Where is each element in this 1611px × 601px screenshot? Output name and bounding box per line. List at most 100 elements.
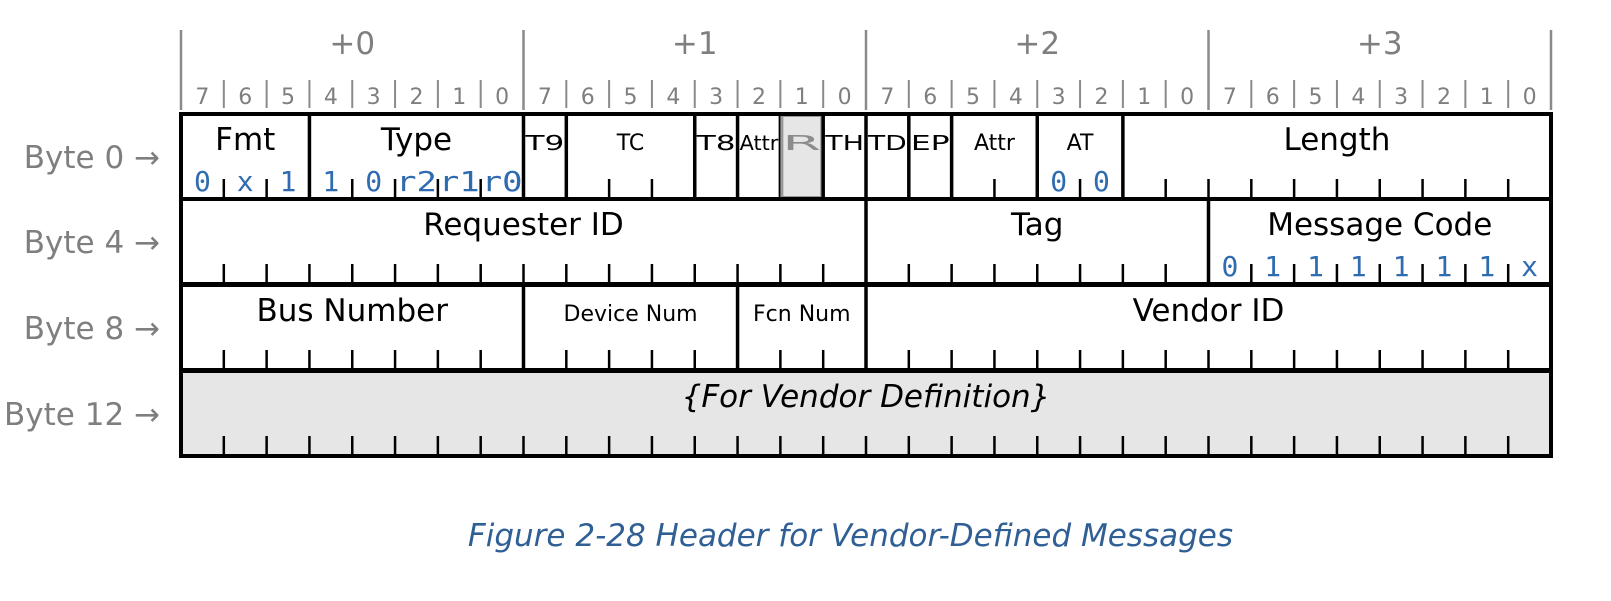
bit-value: x: [1521, 250, 1538, 283]
field-attr-2: Attr: [974, 114, 1039, 199]
field-label: Length: [1283, 122, 1390, 158]
header-row: Bus Number Device Num Fcn Num Vendor ID: [179, 283, 1553, 372]
field-attr-1: Attr: [740, 114, 783, 199]
byte-offset-label: +2: [1014, 26, 1060, 62]
field-bus-number: Bus Number: [222, 285, 526, 370]
row-label: Byte 4 →: [24, 225, 160, 261]
field-t8: T8: [695, 114, 740, 199]
bit-number-label: 4: [666, 85, 680, 110]
reserved-shading: [780, 114, 824, 199]
field-tc: TC: [607, 114, 697, 199]
row-label: Byte 0 →: [24, 140, 160, 176]
bit-number-label: 4: [1351, 85, 1365, 110]
bit-value: r1: [439, 165, 480, 198]
field-label: AT: [1067, 131, 1094, 156]
field-label: TH: [824, 131, 864, 155]
byte-offset-label: +0: [329, 26, 375, 62]
bit-value: 1: [1264, 250, 1281, 283]
bit-number-label: 5: [1309, 85, 1323, 110]
field-for-vendor-definition: {For Vendor Definition}: [181, 371, 1551, 456]
field-label: Vendor ID: [1133, 293, 1285, 329]
bit-number-label: 2: [752, 85, 766, 110]
bit-number-label: 0: [1523, 85, 1537, 110]
bit-value: x: [237, 165, 254, 198]
bit-value: r2: [396, 165, 437, 198]
field-label: {For Vendor Definition}: [682, 379, 1051, 415]
bit-number-label: 4: [324, 85, 338, 110]
bit-number-label: 4: [1009, 85, 1023, 110]
bit-value: 0: [1221, 250, 1238, 283]
field-th: TH: [824, 114, 868, 199]
field-label: TC: [616, 131, 645, 156]
header-row: {For Vendor Definition}: [179, 369, 1553, 458]
field-label: Message Code: [1267, 207, 1492, 243]
bit-number-label: 1: [1480, 85, 1494, 110]
field-label: Attr: [740, 131, 780, 155]
bit-value: 1: [1436, 250, 1453, 283]
bit-value: 1: [1350, 250, 1367, 283]
bit-number-label: 0: [495, 85, 509, 110]
field-fcn-num: Fcn Num: [753, 285, 868, 370]
bit-number-label: 3: [1394, 85, 1408, 110]
bit-number-label: 1: [795, 85, 809, 110]
bit-value: r0: [482, 165, 523, 198]
field-label: EP: [911, 131, 950, 155]
field-vendor-id: Vendor ID: [907, 293, 1510, 370]
field-label: Attr: [974, 131, 1016, 156]
field-reserved: R: [780, 114, 825, 199]
field-label: T9: [524, 131, 564, 155]
field-device-num: Device Num: [564, 285, 740, 370]
bit-number-label: 2: [409, 85, 423, 110]
byte-offset-label: +1: [672, 26, 718, 62]
row-border: [179, 369, 1553, 458]
bit-number-label: 1: [452, 85, 466, 110]
row-label: Byte 12 →: [4, 397, 160, 433]
field-label: R: [782, 131, 821, 155]
bit-value: 0: [194, 165, 211, 198]
bit-number-label: 7: [538, 85, 552, 110]
bit-value: 0: [1050, 165, 1067, 198]
bit-number-label: 1: [1137, 85, 1151, 110]
bit-number-label: 7: [1223, 85, 1237, 110]
bit-number-label: 6: [581, 85, 595, 110]
bit-number-label: 5: [281, 85, 295, 110]
bit-value: 1: [280, 165, 297, 198]
bit-number-label: 3: [367, 85, 381, 110]
bit-number-label: 0: [838, 85, 852, 110]
field-label: Tag: [1010, 207, 1063, 243]
figure-caption: Figure 2-28 Header for Vendor-Defined Me…: [467, 518, 1233, 554]
bit-value: 0: [1093, 165, 1110, 198]
field-t9: T9: [524, 114, 569, 199]
field-label: Requester ID: [423, 207, 624, 243]
field-tag: Tag: [907, 199, 1211, 284]
field-label: Bus Number: [257, 293, 449, 329]
bit-value: 1: [1478, 250, 1495, 283]
field-ep: EP: [911, 114, 954, 199]
bit-number-label: 2: [1437, 85, 1451, 110]
bit-number-label: 6: [1266, 85, 1280, 110]
field-requester-id: Requester ID: [222, 199, 868, 284]
bit-value: 0: [365, 165, 382, 198]
bit-number-label: 7: [880, 85, 894, 110]
bit-number-label: 0: [1180, 85, 1194, 110]
bit-number-label: 7: [195, 85, 209, 110]
bit-number-label: 5: [966, 85, 980, 110]
bit-value: 1: [1307, 250, 1324, 283]
bit-number-label: 3: [709, 85, 723, 110]
row-label: Byte 8 →: [24, 311, 160, 347]
field-label: T8: [695, 131, 735, 155]
field-label: TD: [867, 131, 907, 155]
bit-value: 1: [1393, 250, 1410, 283]
bit-number-label: 3: [1052, 85, 1066, 110]
field-label: Fcn Num: [753, 302, 851, 327]
field-label: Type: [380, 122, 452, 158]
bit-number-label: 2: [1094, 85, 1108, 110]
field-length: Length: [1164, 122, 1510, 199]
